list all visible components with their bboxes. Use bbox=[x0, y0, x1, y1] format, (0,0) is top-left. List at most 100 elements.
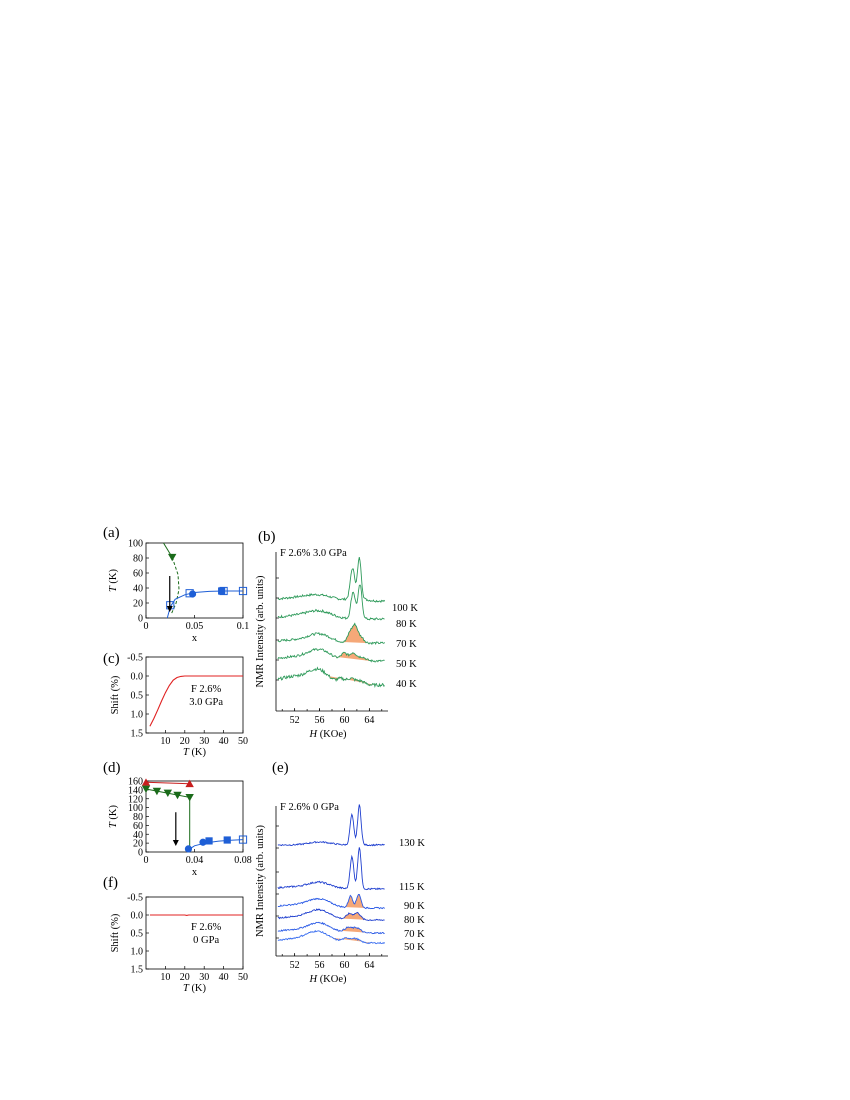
y-tick-label: 100 bbox=[128, 539, 143, 550]
panel-label-f: (f) bbox=[103, 875, 118, 891]
y-axis-label: T (K) bbox=[108, 568, 119, 592]
y-tick-label: 1.0 bbox=[131, 710, 144, 721]
x-tick-label: 40 bbox=[219, 972, 229, 983]
series-label: 115 K bbox=[399, 882, 425, 893]
x-tick-label: 0 bbox=[144, 621, 149, 632]
y-axis-label: NMR Intensity (arb. units) bbox=[255, 825, 266, 937]
shift-curve bbox=[149, 675, 243, 727]
x-tick-label: 20 bbox=[180, 972, 190, 983]
y-tick-label: 0.5 bbox=[131, 691, 144, 702]
spectrum-line bbox=[277, 648, 385, 663]
arrow-head bbox=[172, 840, 179, 846]
spectrum-line bbox=[277, 908, 385, 922]
x-tick-label: 0.05 bbox=[186, 621, 204, 632]
series-label: 130 K bbox=[399, 838, 425, 849]
shaded-region bbox=[343, 894, 367, 909]
series-label: 50 K bbox=[396, 659, 417, 670]
x-tick-label: 10 bbox=[160, 736, 170, 747]
data-point bbox=[163, 789, 173, 797]
y-tick-label: 160 bbox=[128, 777, 143, 788]
x-axis-label: x bbox=[192, 633, 198, 644]
y-tick-label: 0.5 bbox=[131, 929, 144, 940]
y-tick-label: 60 bbox=[133, 821, 143, 832]
x-tick-label: 50 bbox=[238, 736, 248, 747]
y-tick-label: -0.5 bbox=[127, 653, 143, 664]
x-tick-label: 40 bbox=[219, 736, 229, 747]
x-tick-label: 64 bbox=[364, 715, 374, 726]
data-point bbox=[141, 785, 151, 793]
x-tick-label: 56 bbox=[315, 715, 325, 726]
y-tick-label: 80 bbox=[133, 812, 143, 823]
y-axis-label: T (K) bbox=[108, 804, 119, 828]
x-tick-label: 0.08 bbox=[234, 855, 252, 866]
annotation: F 2.6% 0 GPa bbox=[280, 802, 339, 813]
y-tick-label: 40 bbox=[133, 830, 143, 841]
x-axis-label: x bbox=[192, 867, 198, 878]
spectrum-line bbox=[277, 666, 385, 688]
shaded-region bbox=[335, 652, 371, 661]
y-tick-label: 20 bbox=[133, 839, 143, 850]
data-point bbox=[184, 845, 193, 853]
series-line-0 bbox=[145, 781, 190, 785]
y-axis-label: NMR Intensity (arb. units) bbox=[255, 575, 266, 687]
y-tick-label: -0.5 bbox=[127, 893, 143, 904]
data-point bbox=[185, 779, 194, 788]
spectrum-line bbox=[277, 929, 385, 945]
data-point bbox=[205, 837, 213, 845]
series-line-1 bbox=[145, 788, 191, 850]
panel-label-d: (d) bbox=[103, 760, 121, 776]
series-label: 70 K bbox=[404, 929, 425, 940]
annotation: F 2.6% 3.0 GPa bbox=[280, 548, 347, 559]
x-tick-label: 20 bbox=[180, 736, 190, 747]
x-tick-label: 56 bbox=[315, 960, 325, 971]
x-tick-label: 0.1 bbox=[237, 621, 250, 632]
data-point bbox=[167, 553, 177, 562]
panel-label-e: (e) bbox=[272, 760, 289, 776]
x-tick-label: 50 bbox=[238, 972, 248, 983]
y-tick-label: 60 bbox=[133, 569, 143, 580]
annotation-sample: F 2.6% bbox=[191, 684, 222, 695]
x-axis-label: H (KOe) bbox=[308, 974, 347, 985]
x-tick-label: 30 bbox=[199, 736, 209, 747]
x-axis-label: T (K) bbox=[183, 983, 207, 994]
y-tick-label: 0 bbox=[138, 848, 143, 859]
spectrum-line bbox=[277, 622, 385, 646]
x-tick-label: 10 bbox=[160, 972, 170, 983]
spectrum-line bbox=[277, 921, 385, 935]
y-tick-label: 100 bbox=[128, 803, 143, 814]
series-label: 80 K bbox=[404, 915, 425, 926]
series-label: 70 K bbox=[396, 639, 417, 650]
annotation-sample: F 2.6% bbox=[191, 922, 222, 933]
data-point bbox=[173, 791, 182, 800]
series-line-5 bbox=[188, 839, 244, 851]
x-axis-label: T (K) bbox=[183, 747, 207, 758]
spectrum-line bbox=[277, 893, 385, 910]
y-axis-label: Shift (%) bbox=[110, 675, 121, 714]
panel-label-a: (a) bbox=[103, 525, 120, 541]
y-tick-label: 1.5 bbox=[131, 965, 144, 976]
x-tick-label: 0.04 bbox=[186, 855, 204, 866]
y-tick-label: 0.0 bbox=[131, 911, 144, 922]
panel-label-c: (c) bbox=[103, 651, 120, 667]
spectrum-line bbox=[277, 557, 385, 603]
panel-label-b: (b) bbox=[258, 529, 276, 545]
series-label: 80 K bbox=[396, 619, 417, 630]
y-tick-label: 120 bbox=[128, 794, 143, 805]
y-tick-label: 0 bbox=[138, 614, 143, 625]
data-point bbox=[152, 787, 162, 796]
spectrum-line bbox=[277, 847, 385, 891]
y-tick-label: 0.0 bbox=[131, 672, 144, 683]
series-dashed-line-0 bbox=[170, 557, 180, 615]
plot-frame bbox=[145, 542, 244, 619]
shaded-region bbox=[343, 623, 366, 643]
x-tick-label: 60 bbox=[339, 960, 349, 971]
x-tick-label: 30 bbox=[199, 972, 209, 983]
